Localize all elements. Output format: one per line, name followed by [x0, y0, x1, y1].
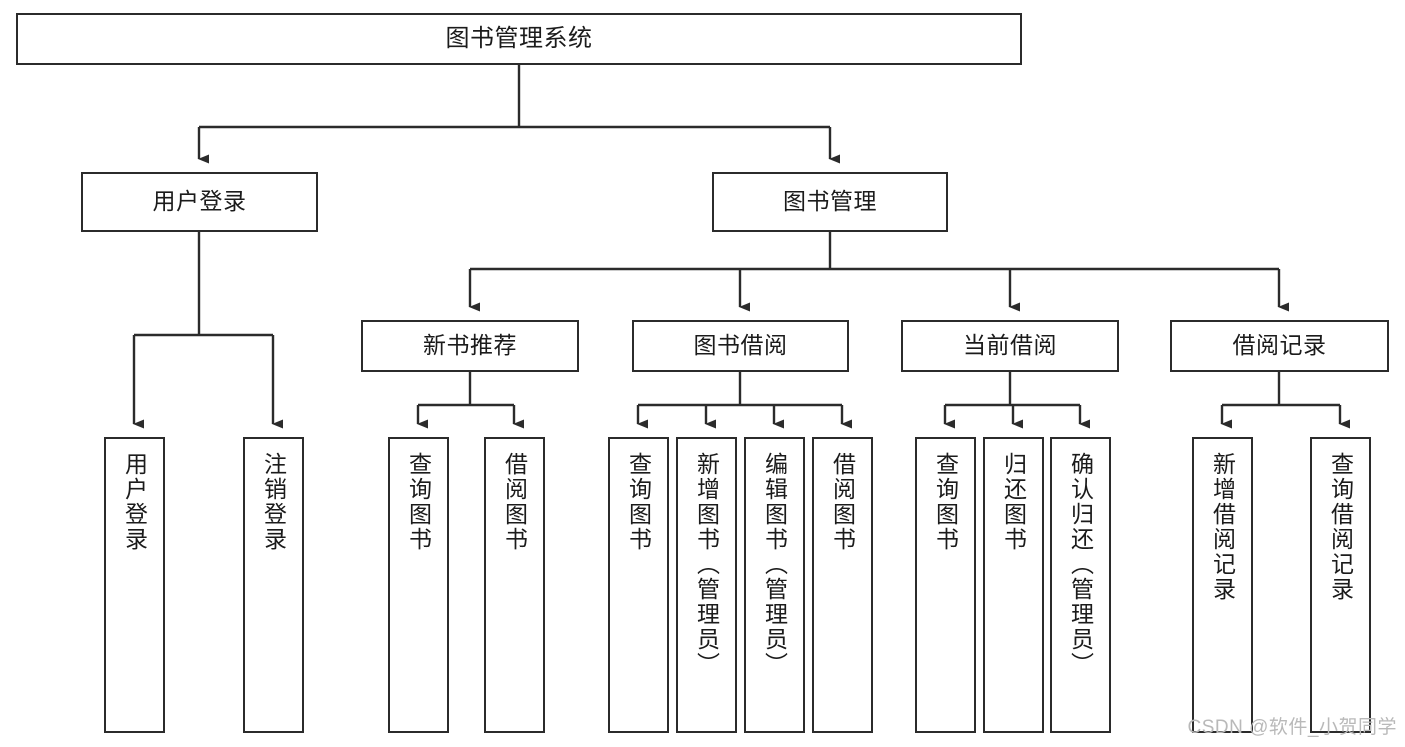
watermark-text: CSDN @软件_小贺同学	[1187, 717, 1397, 738]
node-leaf-edit-book-admin[interactable]: 编辑图书（管理员）	[744, 437, 805, 733]
node-leaf-add-borrow-record[interactable]: 新增借阅记录	[1192, 437, 1253, 733]
node-root-system[interactable]: 图书管理系统	[16, 13, 1022, 65]
node-leaf-add-book-admin[interactable]: 新增图书（管理员）	[676, 437, 737, 733]
node-label: 用户登录	[121, 452, 148, 552]
node-user-login[interactable]: 用户登录	[81, 172, 318, 232]
node-label: 借阅记录	[1232, 332, 1327, 359]
node-book-management[interactable]: 图书管理	[712, 172, 948, 232]
node-label: 归还图书	[1000, 452, 1027, 552]
node-leaf-logout[interactable]: 注销登录	[243, 437, 304, 733]
node-leaf-query-book-borrow[interactable]: 查询图书	[608, 437, 669, 733]
node-label: 借阅图书	[829, 452, 856, 552]
node-label: 图书管理系统	[445, 24, 593, 52]
node-label: 新增图书（管理员）	[693, 452, 720, 677]
node-leaf-return-book[interactable]: 归还图书	[983, 437, 1044, 733]
node-label: 用户登录	[152, 188, 247, 215]
node-label: 当前借阅	[963, 332, 1057, 359]
node-book-borrow[interactable]: 图书借阅	[632, 320, 849, 372]
node-label: 确认归还（管理员）	[1067, 452, 1094, 677]
node-label: 查询图书	[932, 452, 959, 552]
node-label: 图书管理	[783, 188, 877, 215]
node-leaf-query-book-current[interactable]: 查询图书	[915, 437, 976, 733]
node-leaf-query-book-recommend[interactable]: 查询图书	[388, 437, 449, 733]
node-leaf-confirm-return-admin[interactable]: 确认归还（管理员）	[1050, 437, 1111, 733]
node-leaf-borrow-book-recommend[interactable]: 借阅图书	[484, 437, 545, 733]
node-label: 图书借阅	[693, 332, 788, 359]
node-leaf-query-borrow-record[interactable]: 查询借阅记录	[1310, 437, 1371, 733]
node-leaf-user-login[interactable]: 用户登录	[104, 437, 165, 733]
node-label: 查询图书	[625, 452, 652, 552]
node-current-borrow[interactable]: 当前借阅	[901, 320, 1119, 372]
node-borrow-record[interactable]: 借阅记录	[1170, 320, 1389, 372]
node-label: 新增借阅记录	[1209, 452, 1236, 602]
node-label: 注销登录	[260, 452, 287, 552]
node-new-book-recommend[interactable]: 新书推荐	[361, 320, 579, 372]
node-label: 新书推荐	[423, 332, 517, 359]
node-label: 编辑图书（管理员）	[761, 452, 788, 677]
node-label: 借阅图书	[501, 452, 528, 552]
node-leaf-borrow-book[interactable]: 借阅图书	[812, 437, 873, 733]
node-label: 查询图书	[405, 452, 432, 552]
node-label: 查询借阅记录	[1327, 452, 1354, 602]
